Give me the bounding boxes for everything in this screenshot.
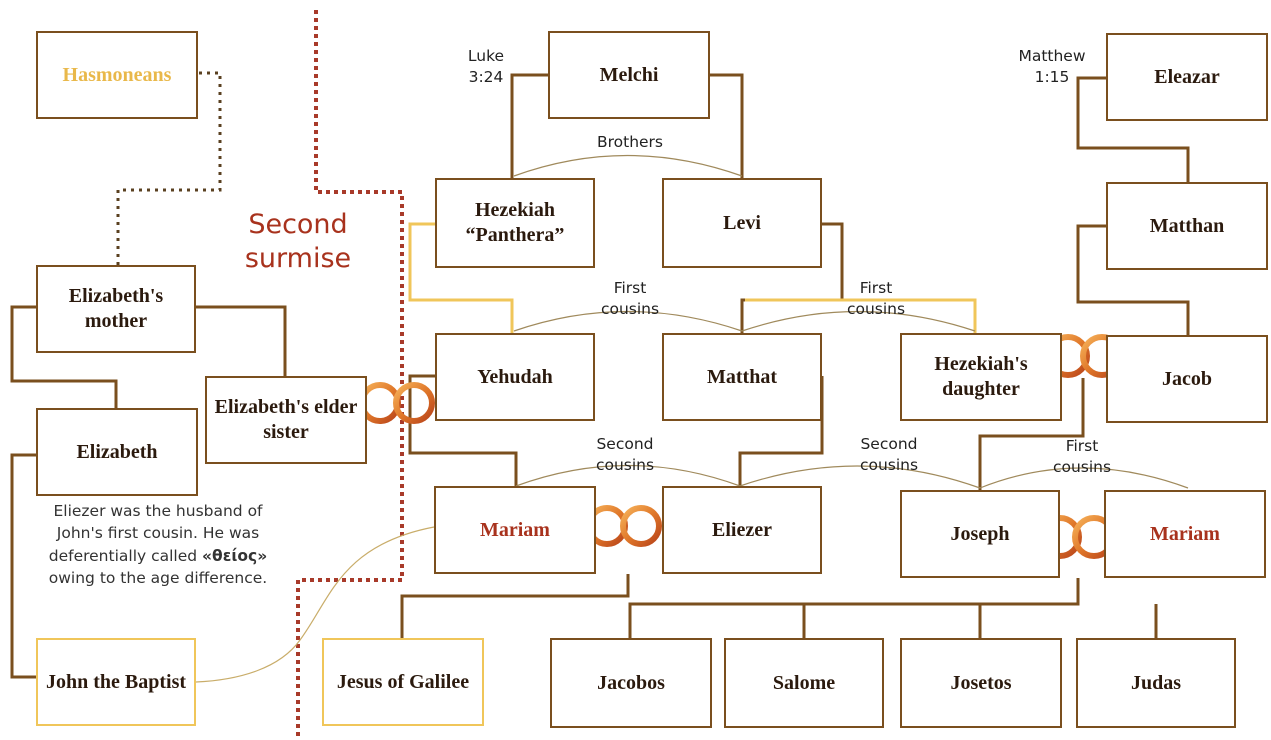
person-mariam-mother-of-jesus: Mariam: [434, 486, 596, 574]
person-elizabeth: Elizabeth: [36, 408, 198, 496]
brothers-label: Brothers: [596, 133, 664, 151]
person-name: Mariam: [480, 518, 550, 541]
first-cousins-label: First cousins: [1052, 437, 1112, 476]
person-judas: Judas: [1076, 638, 1236, 728]
person-name: Levi: [723, 211, 761, 234]
person-name: Matthat: [707, 365, 777, 388]
person-name: Salome: [772, 671, 836, 694]
person-name: Jacobos: [597, 671, 665, 694]
person-name: John the Baptist: [45, 670, 187, 693]
person-hezekiahs-daughter: Hezekiah's daughter: [900, 333, 1062, 421]
wedding-rings-icon: [359, 382, 435, 424]
wedding-rings-icon: [586, 505, 662, 547]
greek-term: «θείος»: [202, 546, 268, 565]
person-name: Melchi: [599, 63, 659, 86]
note-line: John's first cousin. He was: [56, 524, 260, 543]
note-line: deferentially called «θείος»: [8, 545, 308, 567]
second-cousins-label: Second cousins: [859, 435, 919, 474]
first-cousins-label: First cousins: [600, 279, 660, 318]
note-line: Eliezer was the husband of: [53, 502, 263, 520]
person-name: Matthan: [1149, 214, 1225, 237]
person-name: Elizabeth: [76, 440, 158, 463]
person-name: Judas: [1130, 671, 1182, 694]
person-name: Jacob: [1162, 367, 1212, 390]
second-surmise-label: Second surmise: [244, 209, 352, 274]
second-cousins-label: Second cousins: [595, 435, 655, 474]
person-john-the-baptist: John the Baptist: [36, 638, 196, 726]
first-cousins-label: First cousins: [846, 279, 906, 318]
person-josetos: Josetos: [900, 638, 1062, 728]
person-jacobos: Jacobos: [550, 638, 712, 728]
note-line: owing to the age difference.: [48, 569, 268, 588]
matthew-reference-label: Matthew 1:15: [1018, 47, 1086, 86]
person-name: Joseph: [950, 522, 1010, 545]
person-levi: Levi: [662, 178, 822, 268]
person-eleazar: Eleazar: [1106, 33, 1268, 121]
person-salome: Salome: [724, 638, 884, 728]
person-joseph: Joseph: [900, 490, 1060, 578]
person-eliezer: Eliezer: [662, 486, 822, 574]
person-mariam-wife-of-joseph: Mariam: [1104, 490, 1266, 578]
person-elizabeths-elder-sister: Elizabeth's elder sister: [205, 376, 367, 464]
person-matthat: Matthat: [662, 333, 822, 421]
person-jesus-of-galilee: Jesus of Galilee: [322, 638, 484, 726]
person-hezekiah-panthera: Hezekiah “Panthera”: [435, 178, 595, 268]
person-name: Elizabeth's elder sister: [214, 396, 358, 443]
person-name: Elizabeth's mother: [68, 285, 164, 332]
eliezer-note: Eliezer was the husband of John's first …: [8, 500, 308, 590]
person-name: Mariam: [1150, 522, 1220, 545]
person-name: Yehudah: [477, 365, 553, 388]
person-name: Hezekiah's daughter: [934, 353, 1028, 400]
person-name: Hasmoneans: [62, 63, 172, 86]
person-name: Josetos: [950, 671, 1012, 694]
person-name: Eleazar: [1154, 65, 1220, 88]
person-hasmoneans: Hasmoneans: [36, 31, 198, 119]
person-name: Eliezer: [712, 518, 772, 541]
person-name: Hezekiah “Panthera”: [465, 199, 565, 246]
person-yehudah: Yehudah: [435, 333, 595, 421]
note-text: deferentially called: [48, 546, 203, 565]
luke-reference-label: Luke 3:24: [467, 47, 505, 86]
person-jacob: Jacob: [1106, 335, 1268, 423]
person-elizabeths-mother: Elizabeth's mother: [36, 265, 196, 353]
person-name: Jesus of Galilee: [336, 670, 470, 693]
person-matthan: Matthan: [1106, 182, 1268, 270]
person-melchi: Melchi: [548, 31, 710, 119]
